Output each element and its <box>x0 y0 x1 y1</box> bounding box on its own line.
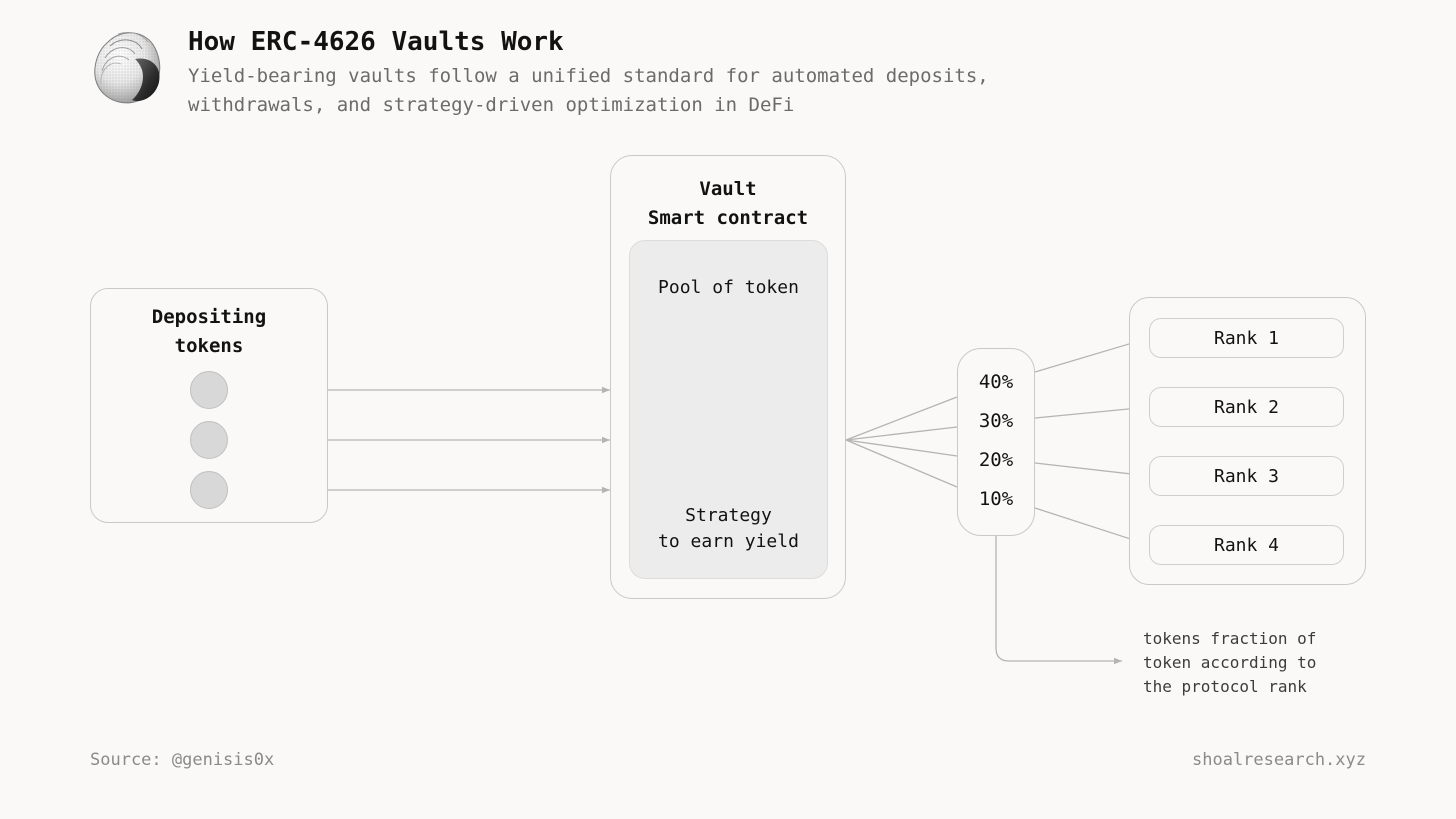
page-subtitle: Yield-bearing vaults follow a unified st… <box>188 65 989 116</box>
pool-inner-box <box>629 240 828 579</box>
page-title: How ERC-4626 Vaults Work <box>188 27 564 57</box>
footer-source: Source: @genisis0x <box>90 750 275 770</box>
allocation-percentage: 10% <box>978 488 1014 510</box>
rank-item: Rank 4 <box>1149 525 1344 565</box>
header: How ERC-4626 Vaults Work Yield-bearing v… <box>0 0 1456 140</box>
strategy-label: Strategy to earn yield <box>658 505 799 552</box>
allocation-percentage-box <box>957 348 1035 536</box>
rank-item: Rank 1 <box>1149 318 1344 358</box>
rank-item: Rank 2 <box>1149 387 1344 427</box>
token-circle <box>190 371 228 409</box>
token-circle <box>190 421 228 459</box>
annotation-text: tokens fraction of token according to th… <box>1143 629 1317 696</box>
token-circle <box>190 471 228 509</box>
seashell-logo-icon <box>88 26 168 108</box>
allocation-percentage: 20% <box>978 449 1014 471</box>
vault-label: Vault Smart contract <box>647 178 809 229</box>
allocation-percentage: 30% <box>978 410 1014 432</box>
allocation-percentage: 40% <box>978 371 1014 393</box>
pool-of-token-label: Pool of token <box>658 277 799 298</box>
footer-site: shoalresearch.xyz <box>1192 750 1366 770</box>
depositing-tokens-label: Depositing tokens <box>151 306 267 357</box>
rank-item: Rank 3 <box>1149 456 1344 496</box>
